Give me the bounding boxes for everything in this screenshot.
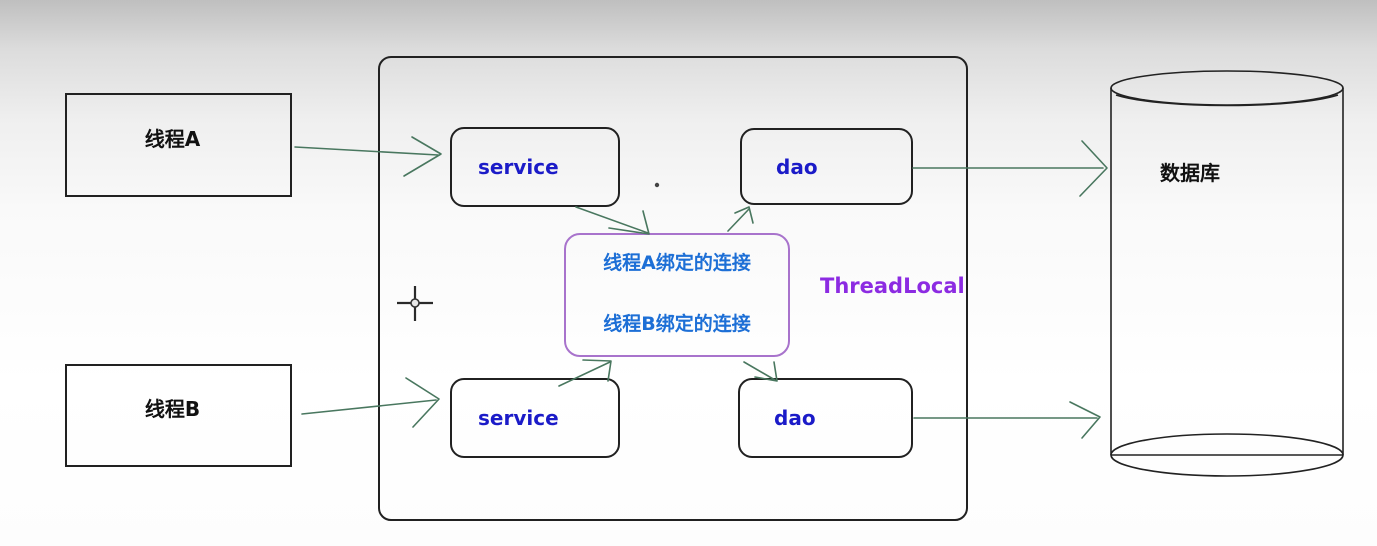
arrow-thread-a-to-service [294,136,442,177]
thread-b-connection-label: 线程B绑定的连接 [603,313,751,335]
arrow-dao-top-to-database [912,140,1108,197]
thread-a-box: 线程A [65,93,292,197]
dao-top-box: dao [740,128,913,205]
thread-a-connection-label: 线程A绑定的连接 [603,252,751,274]
thread-b-box: 线程B [65,364,292,467]
thread-b-label: 线程B [144,397,201,421]
service-bottom-label: service [478,406,559,430]
dao-top-label: dao [776,154,818,179]
crosshair-cursor-icon [397,286,433,321]
threadlocal-connections-box: 线程A绑定的连接 线程B绑定的连接 [564,233,790,357]
database-cylinder-icon [1110,70,1344,477]
arrow-dao-bottom-to-database [913,401,1101,439]
service-top-box: service [450,127,620,207]
service-layer-container [378,56,968,521]
service-top-label: service [478,155,559,179]
arrow-service-top-to-connections [575,206,650,235]
dao-bottom-box: dao [738,378,913,458]
arrow-service-bottom-to-connections [558,359,612,387]
threadlocal-label: ThreadLocal [820,274,965,298]
dao-bottom-label: dao [774,406,816,430]
service-bottom-box: service [450,378,620,458]
arrow-connections-to-dao-top [727,206,754,232]
arrow-connections-to-dao-bottom [743,361,778,382]
thread-a-label: 线程A [144,126,201,151]
stray-dot [654,182,660,188]
database-label: 数据库 [1160,161,1220,185]
arrow-thread-b-to-service [301,377,440,428]
